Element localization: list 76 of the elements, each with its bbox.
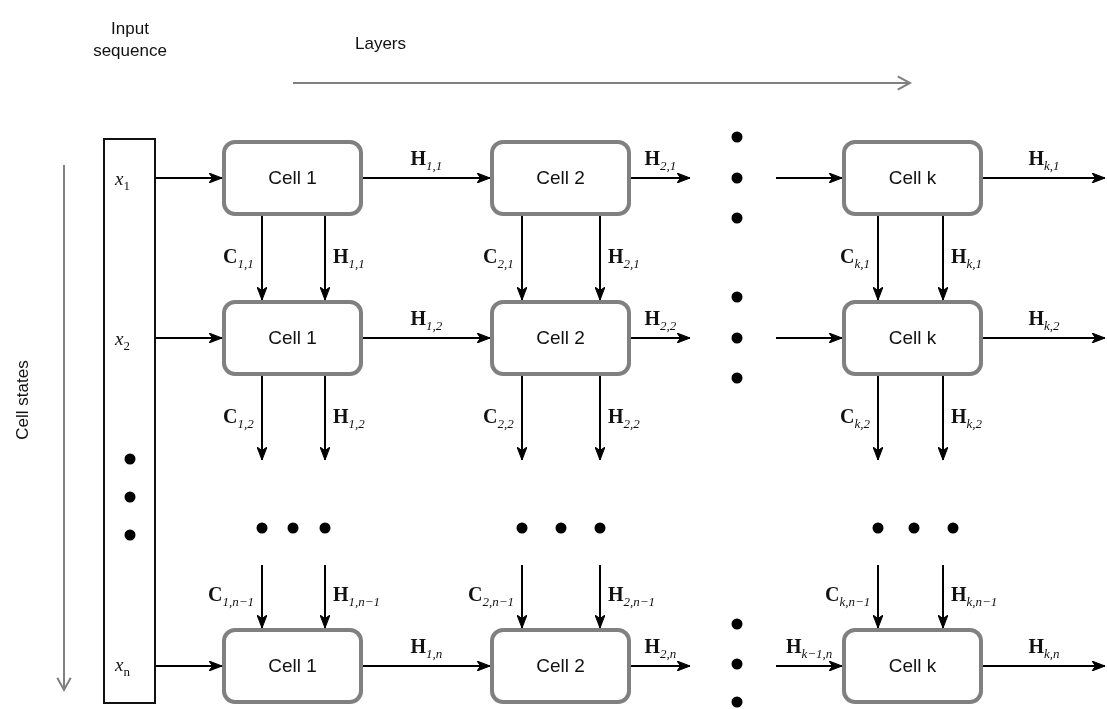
edge-label: H$_{2,n−1}$ xyxy=(608,583,656,610)
arrow xyxy=(155,332,223,344)
arrow xyxy=(630,172,691,184)
cell-box: Cell 1 xyxy=(222,140,363,216)
arrow xyxy=(630,332,691,344)
arrow xyxy=(516,564,528,629)
cell-box: Cell k xyxy=(842,140,983,216)
cell-box: Cell k xyxy=(842,300,983,376)
edge-label: H$_{1,2}$ xyxy=(333,404,365,432)
arrow xyxy=(982,660,1106,672)
edge-label: H$_{k−1,n}$ xyxy=(786,635,833,662)
arrow xyxy=(594,564,606,629)
edge-label: H$_{1,n−1}$ xyxy=(333,583,381,610)
edge-label: H$_{2,2}$ xyxy=(644,307,677,334)
edge-label: C$_{k,2}$ xyxy=(840,404,870,432)
edge-label: H$_{2,1}$ xyxy=(644,147,677,174)
arrow xyxy=(155,172,223,184)
edge-label: H$_{2,2}$ xyxy=(608,404,640,432)
cell-box: Cell 1 xyxy=(222,628,363,704)
edge-label: C$_{1,n−1}$ xyxy=(208,583,254,610)
edge-label: C$_{2,1}$ xyxy=(483,244,514,272)
axis-label: Cell states xyxy=(12,360,33,440)
cell-box: Cell 2 xyxy=(490,140,631,216)
arrow xyxy=(775,332,843,344)
arrow xyxy=(937,215,949,301)
edge-label: H$_{k,2}$ xyxy=(1028,307,1060,334)
edge-label: H$_{k,1}$ xyxy=(1028,147,1060,174)
edge-label: H$_{k,2}$ xyxy=(951,404,983,432)
edge-label: H$_{2,1}$ xyxy=(608,244,640,272)
arrow xyxy=(594,375,606,461)
arrow xyxy=(256,564,268,629)
arrow xyxy=(362,332,491,344)
arrow xyxy=(775,660,843,672)
axis-label: Layers xyxy=(355,34,407,54)
arrow xyxy=(256,215,268,301)
edge-label: H$_{k,1}$ xyxy=(951,244,983,272)
edge-label: H$_{2,n}$ xyxy=(644,635,677,662)
edge-label: H$_{k,n−1}$ xyxy=(951,583,998,610)
edge-label: H$_{k,n}$ xyxy=(1028,635,1060,662)
arrow xyxy=(516,215,528,301)
arrow xyxy=(982,172,1106,184)
arrow xyxy=(872,564,884,629)
arrow xyxy=(256,375,268,461)
edge-label: H$_{1,n}$ xyxy=(410,635,443,662)
arrow xyxy=(937,564,949,629)
arrow xyxy=(319,375,331,461)
edge-label: H$_{1,1}$ xyxy=(410,147,443,174)
edge-label: C$_{2,n−1}$ xyxy=(468,583,514,610)
edge-label: H$_{1,2}$ xyxy=(410,307,443,334)
arrow xyxy=(872,375,884,461)
arrow xyxy=(594,215,606,301)
edge-label: C$_{1,2}$ xyxy=(223,404,254,432)
edge-label: H$_{1,1}$ xyxy=(333,244,365,272)
cell-box: Cell k xyxy=(842,628,983,704)
edge-label: C$_{k,1}$ xyxy=(840,244,870,272)
input-label: x$_{1}$ xyxy=(115,168,130,194)
arrow xyxy=(937,375,949,461)
arrow xyxy=(775,172,843,184)
heading: Input sequence xyxy=(92,18,168,63)
arrow xyxy=(630,660,691,672)
arrow xyxy=(319,215,331,301)
cell-box: Cell 2 xyxy=(490,300,631,376)
input-label: x$_{2}$ xyxy=(115,328,130,354)
edge-label: C$_{k,n−1}$ xyxy=(825,583,871,610)
arrow xyxy=(872,215,884,301)
arrow xyxy=(516,375,528,461)
arrow xyxy=(319,564,331,629)
arrow xyxy=(982,332,1106,344)
arrow xyxy=(155,660,223,672)
input-label: x$_{n}$ xyxy=(115,654,130,680)
arrow xyxy=(362,660,491,672)
edge-label: C$_{1,1}$ xyxy=(223,244,254,272)
arrow xyxy=(362,172,491,184)
cell-box: Cell 2 xyxy=(490,628,631,704)
cell-box: Cell 1 xyxy=(222,300,363,376)
edge-label: C$_{2,2}$ xyxy=(483,404,514,432)
